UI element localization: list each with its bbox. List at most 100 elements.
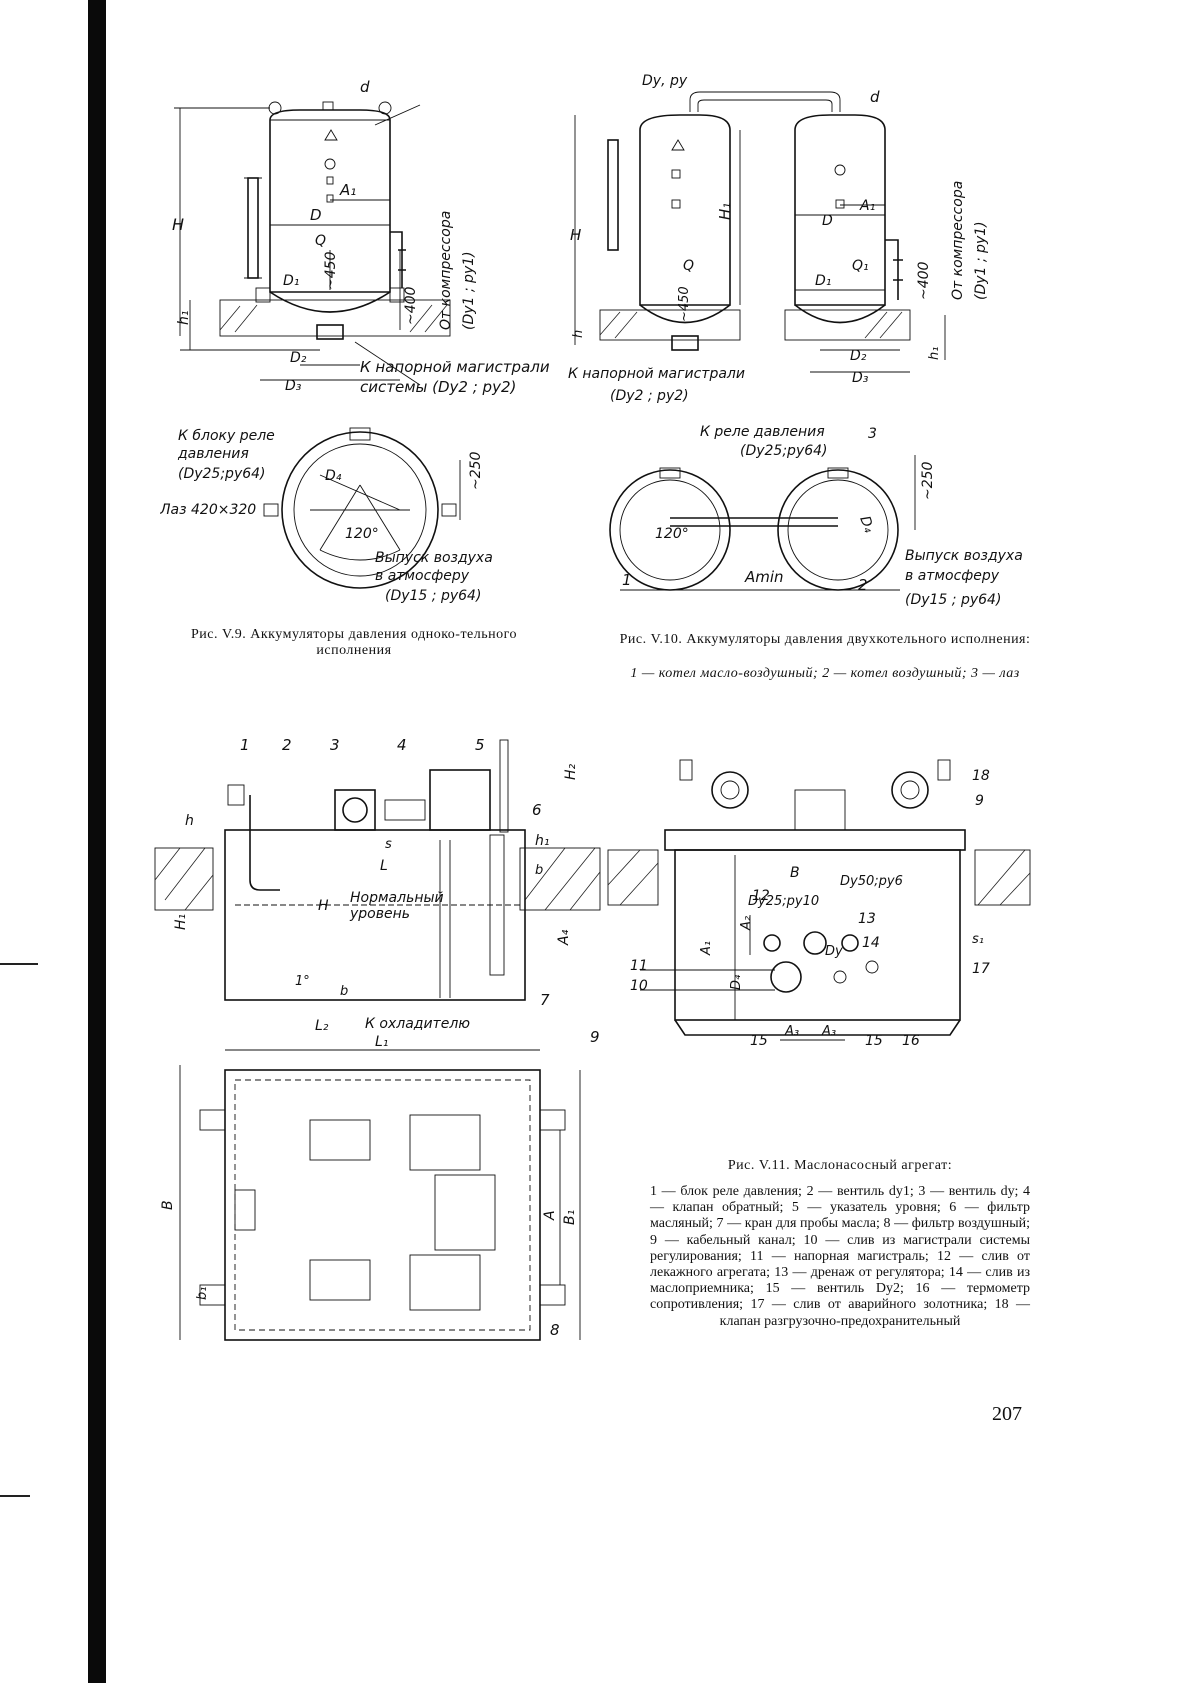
label-main-line-2: (Dу2 ; pу2) [610,388,689,404]
tank-side [674,849,961,1021]
drain-flange [770,961,802,993]
label-D3: D₃ [852,370,869,386]
label-A1: A₁ [859,198,875,214]
label-normal-1: Нормальный [350,890,444,906]
plan-motor-2 [409,1254,481,1311]
label-h: h [185,813,194,829]
label-A1: A₁ [339,181,356,199]
figure-v9-drawing: d H A₁ D Q ~450 D₁ h₁ D₂ D₃ ~400 От комп… [160,80,550,604]
label-n2: 2 [858,576,868,594]
vessel-2 [794,114,886,306]
callout-13: 13 [858,911,876,927]
label-relay-2: давления [177,446,249,462]
vessel-plan-inner [293,443,427,577]
caption-v11-legend: 1 — блок реле давления; 2 — вентиль dу1;… [650,1184,1030,1329]
label-h1: h₁ [927,347,942,360]
label-D2: D₂ [290,350,307,366]
label-from-compressor: От компрессора [950,181,966,300]
vessel-1 [639,114,731,306]
lifting-lug [268,101,282,115]
label-D1: D₁ [815,273,831,289]
label-n3: 3 [868,426,877,442]
callout-17: 17 [972,961,990,977]
label-air-1: Выпуск воздуха [375,550,493,566]
label-L: L [380,858,388,874]
vessel-plan-outer [281,431,439,589]
label-compressor-params: (Dу1 ; pу1) [461,251,477,330]
label-A3: A₃ [784,1024,799,1039]
label-A1: A₁ [699,941,714,956]
label-s1: s₁ [972,932,984,947]
callout-9-side: 9 [975,793,984,809]
foundation [219,299,451,337]
label-L2: L₂ [315,1018,329,1034]
label-compressor-params: (Dу1 ; pу1) [973,221,989,300]
label-cooler: К охладителю [365,1016,470,1032]
label-h: h [571,330,586,338]
label-D: D [822,213,833,229]
figure-v11-elevation-plan: 1 2 3 4 5 6 7 9 8 h h₁ H₂ H₁ H A₄ L s b … [154,736,601,1341]
label-Q: Q [683,258,694,274]
plan-motor-1 [409,1114,481,1171]
label-main-line: К напорной магистрали [568,366,745,382]
label-L1: L₁ [375,1034,388,1050]
label-120: 120° [655,526,689,542]
callout-2: 2 [282,736,292,754]
label-b: b [535,863,543,878]
label-b-bottom: b [340,984,348,999]
label-250: ~250 [920,461,936,500]
label-d: d [360,80,370,96]
label-hatch: Лаз 420×320 [160,502,256,518]
label-pipe25: Dу25;pу10 [748,894,819,909]
label-B: B [160,1200,176,1210]
label-air-2: в атмосферу [905,568,1000,584]
motor [429,769,491,831]
label-relay-1: К реле давления [700,424,825,440]
label-A2: A₂ [739,916,754,931]
callout-14: 14 [862,935,880,951]
label-A4: A₄ [556,929,572,946]
label-D4: D₄ [856,514,877,535]
label-D3: D₃ [285,378,302,394]
callout-4: 4 [397,736,407,754]
label-120: 120° [345,526,379,542]
callout-15-left: 15 [750,1033,768,1049]
label-H: H [570,226,581,244]
label-A3-2: A₃ [821,1024,836,1039]
label-H1: H₁ [173,914,189,930]
label-D2: D₂ [850,348,867,364]
label-main-line-2: системы (Dу2 ; pу2) [360,378,516,396]
level-gauge [247,177,259,279]
label-250: ~250 [468,451,484,490]
label-relay-2: (Dу25;pу64) [740,443,828,459]
label-h1: h₁ [176,311,192,326]
label-air-2: в атмосферу [375,568,470,584]
vessel-bottom [269,291,391,313]
callout-5: 5 [475,736,485,754]
label-Q: Q [315,233,326,249]
label-top-pipe: Dу, pу [642,73,688,89]
label-n1: 1 [622,571,632,589]
lifting-lug [378,101,392,115]
label-Dy: Dу [825,944,843,959]
label-air-3: (Dу15 ; pу64) [385,588,481,604]
label-pipe50: Dу50;pу6 [840,874,903,889]
label-A: A [542,1210,558,1221]
label-H1: H₁ [716,203,734,220]
callout-15-right: 15 [865,1033,883,1049]
label-relay-1: К блоку реле [178,428,275,444]
callout-3: 3 [330,736,340,754]
label-D1: D₁ [283,273,299,289]
callout-6: 6 [532,801,542,819]
label-D4: D₄ [325,468,342,484]
caption-v10-items: 1 — котел масло-воздушный; 2 — котел воз… [630,666,1020,681]
label-relay-3: (Dу25;pу64) [178,466,266,482]
connecting-pipe [689,91,841,112]
label-b1: b₁ [195,1287,210,1300]
label-450: ~450 [677,286,692,322]
tank-lid [664,829,966,851]
label-Q1: Q₁ [852,258,869,274]
label-H: H [318,898,329,914]
label-B-side: B [790,865,800,881]
label-air-1: Выпуск воздуха [905,548,1023,564]
